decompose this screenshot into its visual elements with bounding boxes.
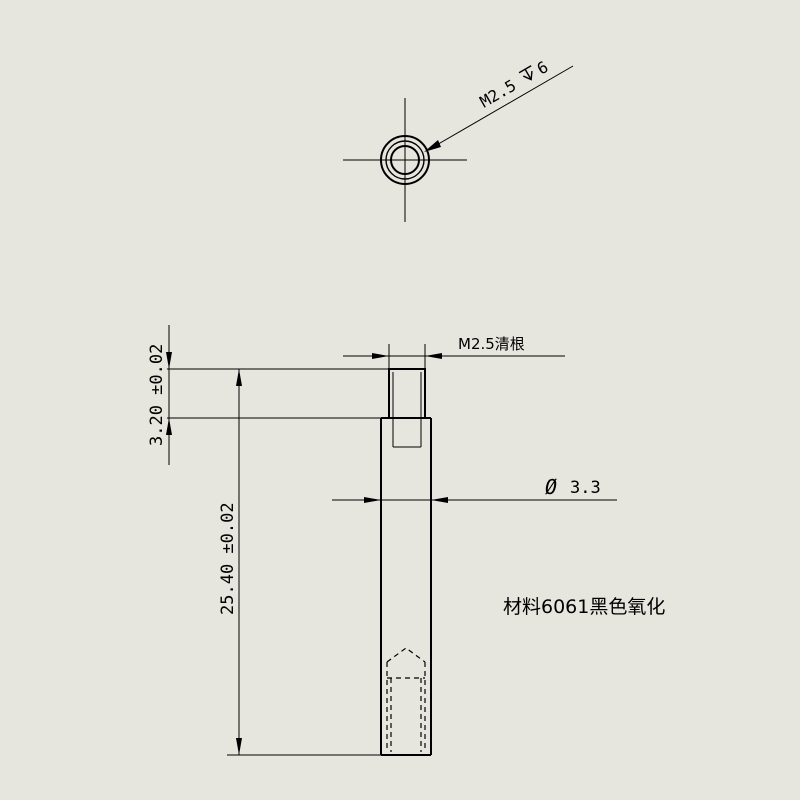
dim-25-40 bbox=[236, 369, 242, 755]
dim-3-20 bbox=[166, 325, 172, 465]
top-stub bbox=[388, 368, 426, 419]
height-small-label: 3.20 ±0.02 bbox=[147, 344, 167, 446]
dim-thread-clear bbox=[343, 344, 565, 369]
thread-callout-label: M2.5 bbox=[477, 76, 520, 112]
thread-clear-root-label: M2.5清根 bbox=[458, 335, 525, 353]
diameter-value-label: 3.3 bbox=[570, 478, 601, 498]
hole-circle bbox=[390, 145, 420, 175]
dim-diameter bbox=[332, 497, 617, 503]
top-view: M2.5 6 bbox=[343, 57, 574, 222]
depth-symbol-icon bbox=[518, 65, 533, 81]
hidden-thread bbox=[386, 647, 426, 752]
thread-leader-line bbox=[427, 65, 574, 151]
material-note: 材料6061黑色氧化 bbox=[503, 596, 665, 618]
outer-circle bbox=[380, 135, 430, 185]
diameter-symbol-icon: Ø bbox=[545, 475, 557, 499]
height-total-label: 25.40 ±0.02 bbox=[218, 502, 238, 615]
thread-circle bbox=[385, 140, 425, 180]
side-view: 3.20 ±0.02 25.40 ±0.02 M2.5清根 Ø 3.3 材料60… bbox=[147, 325, 665, 756]
thread-leader-arrow bbox=[424, 140, 441, 152]
thread-depth-label: 6 bbox=[534, 57, 552, 78]
